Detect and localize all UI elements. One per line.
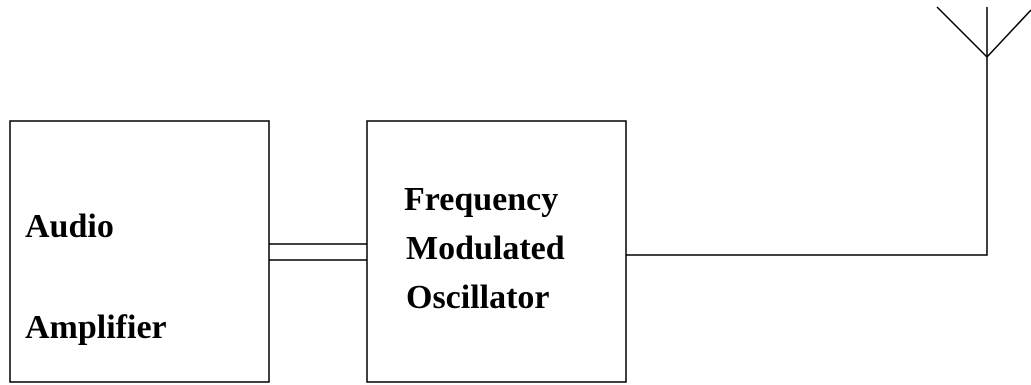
oscillator-to-antenna-line <box>626 57 988 256</box>
antenna-right-arm <box>986 9 1031 58</box>
audio-amplifier-block: Audio Amplifier <box>9 120 270 383</box>
fm-oscillator-block: Frequency Modulated Oscillator <box>366 120 627 383</box>
audio-amplifier-box <box>9 120 270 383</box>
fm-oscillator-label-line2: Modulated <box>406 230 565 267</box>
audio-amplifier-label-line2: Amplifier <box>25 309 167 346</box>
antenna-left-arm <box>936 6 988 58</box>
audio-amplifier-label-line1: Audio <box>25 208 114 245</box>
antenna-icon <box>936 6 1031 58</box>
fm-oscillator-box <box>366 120 627 383</box>
amplifier-to-oscillator-connection <box>269 243 367 261</box>
fm-oscillator-label-line3: Oscillator <box>406 279 550 316</box>
fm-oscillator-label-line1: Frequency <box>404 181 558 218</box>
